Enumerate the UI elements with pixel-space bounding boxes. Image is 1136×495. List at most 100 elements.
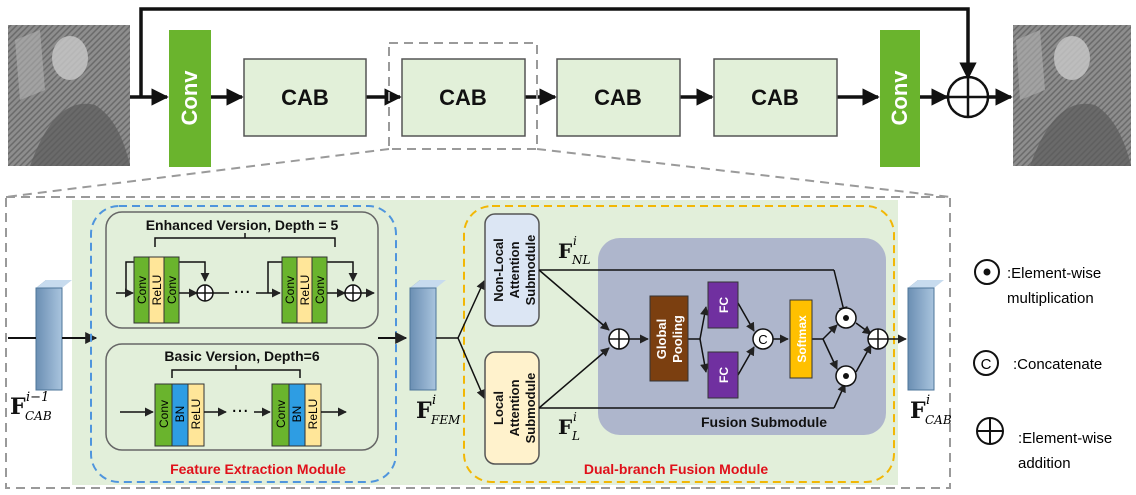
zoom-lines (5, 148, 951, 198)
svg-text:Conv: Conv (313, 276, 327, 304)
svg-text:NL: NL (571, 253, 591, 267)
svg-text:addition: addition (1018, 455, 1071, 472)
cab-label-2: CAB (439, 85, 487, 110)
fem-frame (90, 205, 397, 483)
basic-title: Basic Version, Depth=6 (164, 348, 319, 364)
svg-text:F: F (910, 398, 926, 424)
softmax-block: Softmax (789, 299, 813, 379)
svg-text:ReLU: ReLU (189, 399, 203, 430)
svg-text::Element-wise: :Element-wise (1007, 265, 1101, 282)
cab-detail-frame (5, 196, 951, 489)
svg-text:F: F (416, 398, 432, 424)
svg-text:i: i (573, 234, 577, 248)
svg-text:Pooling: Pooling (670, 315, 685, 363)
output-feature-map (907, 280, 944, 391)
enhanced-unit-1: Conv ReLU Conv (116, 256, 229, 324)
enhanced-unit-2: Conv ReLU Conv (267, 256, 375, 324)
svg-text:FC: FC (717, 297, 731, 313)
basic-unit-1: Conv BN ReLU (120, 383, 227, 447)
enhanced-bracket (154, 233, 336, 247)
svg-text:FEM: FEM (430, 413, 461, 427)
svg-text::Concatenate: :Concatenate (1013, 356, 1102, 373)
legend-concatenate: C :Concatenate (973, 350, 1102, 376)
svg-text:Attention: Attention (507, 241, 522, 298)
svg-text:F: F (558, 415, 572, 439)
svg-text:Non-Local: Non-Local (491, 238, 506, 302)
svg-text:Attention: Attention (507, 379, 522, 436)
svg-text:i−1: i−1 (26, 390, 49, 405)
fc-block-bottom: FC (707, 351, 739, 399)
concatenate-op: C (752, 328, 774, 350)
enhanced-ellipsis: ··· (233, 282, 250, 303)
fusion-module-title: Dual-branch Fusion Module (584, 461, 769, 477)
svg-text:F: F (558, 239, 572, 263)
svg-text:i: i (926, 393, 930, 408)
svg-text:Global: Global (654, 319, 669, 359)
svg-text:Submodule: Submodule (523, 373, 538, 444)
conv-block-right: Conv (880, 30, 920, 167)
fusion-connections (538, 269, 907, 409)
svg-text:Conv: Conv (274, 400, 288, 428)
svg-text:multiplication: multiplication (1007, 290, 1094, 307)
conv-label-right: Conv (887, 70, 912, 126)
svg-text:L: L (571, 429, 580, 443)
svg-text:CAB: CAB (25, 409, 52, 423)
legend-addition: :Element-wise addition (976, 417, 1112, 472)
svg-text::Element-wise: :Element-wise (1018, 430, 1112, 447)
enhanced-title: Enhanced Version, Depth = 5 (146, 217, 339, 233)
svg-text:C: C (981, 356, 992, 373)
svg-text:Conv: Conv (157, 400, 171, 428)
svg-text:FC: FC (717, 367, 731, 383)
cab-label-4: CAB (751, 85, 799, 110)
svg-text:i: i (432, 393, 436, 408)
cab-label-3: CAB (594, 85, 642, 110)
fc-block-top: FC (707, 281, 739, 329)
svg-text:ReLU: ReLU (150, 275, 164, 306)
svg-text:Submodule: Submodule (523, 235, 538, 306)
l-feature-label: F i L (558, 410, 580, 443)
local-attention-submodule: Local Attention Submodule (484, 351, 540, 465)
fem-feature-label: F i FEM (416, 393, 461, 427)
cab-label-1: CAB (281, 85, 329, 110)
output-image (1013, 25, 1131, 166)
cab-block-4: CAB (713, 58, 838, 137)
svg-text:C: C (758, 332, 767, 347)
svg-text:Conv: Conv (283, 276, 297, 304)
input-feature-map (35, 280, 72, 391)
fusion-element-wise-addition (608, 328, 630, 350)
output-feature-label: F i CAB (910, 393, 952, 427)
svg-text:i: i (573, 410, 577, 424)
input-image (8, 25, 130, 166)
fusion-submodule-title: Fusion Submodule (701, 414, 827, 430)
fusion-module-frame (463, 205, 895, 483)
nl-feature-label: F i NL (558, 234, 591, 267)
basic-bracket (171, 365, 301, 378)
conv-block-left: Conv (169, 30, 211, 167)
fem-feature-map (409, 280, 446, 391)
svg-text:ReLU: ReLU (306, 399, 320, 430)
conv-label-left: Conv (177, 70, 202, 126)
svg-text:BN: BN (173, 406, 187, 423)
fem-title: Feature Extraction Module (170, 461, 346, 477)
global-pooling-block: Global Pooling (649, 295, 689, 382)
svg-text:BN: BN (290, 406, 304, 423)
fusion-submodule (598, 238, 886, 435)
svg-text:Local: Local (491, 391, 506, 425)
svg-text:Conv: Conv (135, 276, 149, 304)
basic-unit-2: Conv BN ReLU (271, 383, 347, 447)
svg-text:ReLU: ReLU (298, 275, 312, 306)
svg-text:Conv: Conv (165, 276, 179, 304)
fusion-output-addition (867, 328, 889, 350)
legend-multiplication: :Element-wise multiplication (974, 259, 1101, 307)
svg-text:Softmax: Softmax (795, 315, 809, 363)
top-element-wise-addition (946, 75, 990, 119)
cab-block-1: CAB (243, 58, 367, 137)
non-local-attention-submodule: Non-Local Attention Submodule (484, 213, 540, 327)
cab-block-2: CAB (401, 58, 526, 137)
svg-text:F: F (10, 394, 26, 420)
svg-text:CAB: CAB (925, 413, 952, 427)
fusion-multiply-top (835, 307, 857, 329)
cab-block-3: CAB (556, 58, 681, 137)
global-skip-connection (139, 7, 977, 97)
